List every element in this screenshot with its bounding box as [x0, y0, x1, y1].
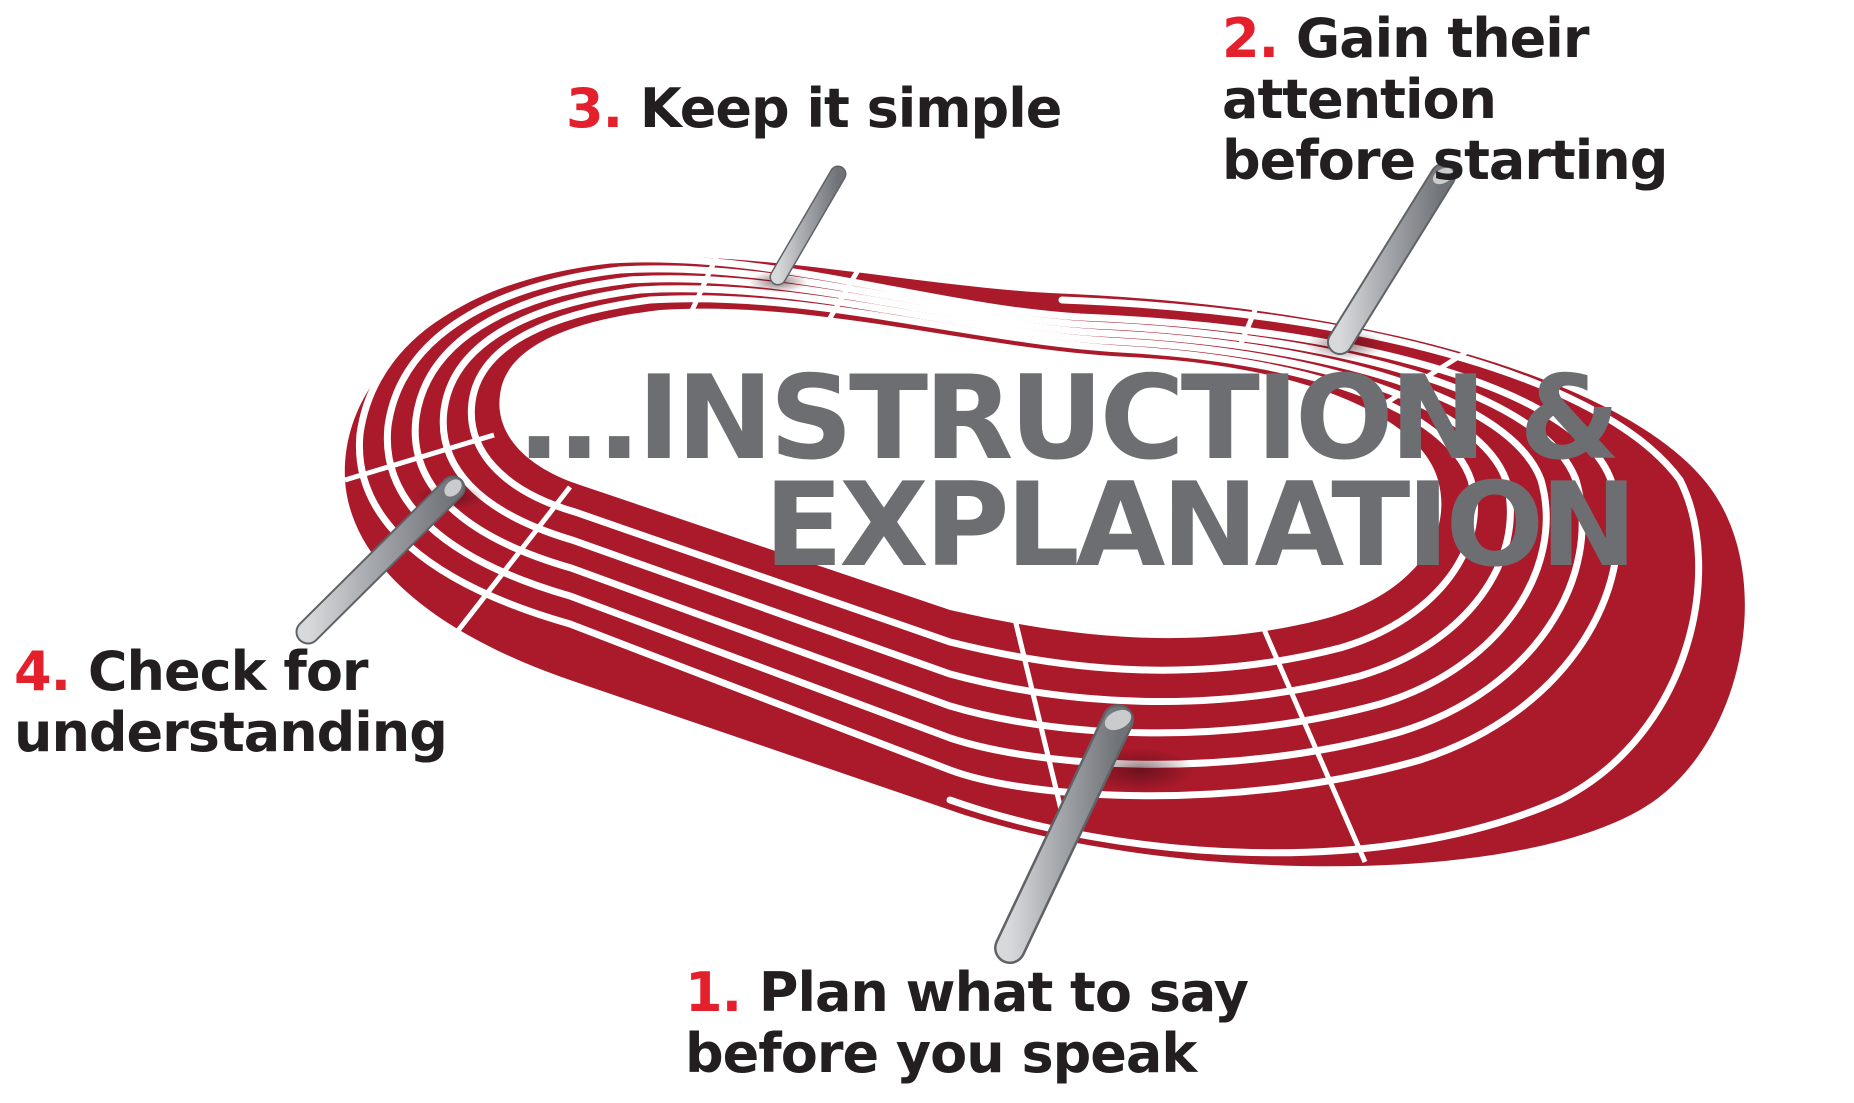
- step-1-text: Plan what to say before you speak: [685, 961, 1249, 1085]
- step-2-number: 2.: [1222, 7, 1279, 70]
- step-1-number: 1.: [685, 961, 742, 1024]
- step-2-text: Gain their attention before starting: [1222, 7, 1668, 192]
- relay-baton-icon: [769, 165, 847, 286]
- step-3-text: Keep it simple: [639, 77, 1062, 140]
- step-4-text: Check for understanding: [14, 640, 448, 764]
- relay-baton-icon: [994, 704, 1134, 964]
- track-lane-lines: [355, 255, 1703, 857]
- step-3-label: 3. Keep it simple: [566, 77, 1062, 140]
- diagram-title-line-2: EXPLANATION: [764, 458, 1633, 593]
- step-4-label: 4. Check for understanding: [14, 640, 448, 764]
- step-1-label: 1. Plan what to say before you speak: [685, 961, 1249, 1085]
- step-3-number: 3.: [566, 77, 623, 140]
- track-cross-lines: [344, 249, 1479, 863]
- step-2-label: 2. Gain their attention before starting: [1222, 8, 1854, 191]
- relay-baton-icon: [1327, 163, 1456, 355]
- relay-baton-icon: [295, 475, 466, 645]
- step-4-number: 4.: [14, 640, 71, 703]
- diagram-title-line-1: ...INSTRUCTION &: [517, 351, 1616, 486]
